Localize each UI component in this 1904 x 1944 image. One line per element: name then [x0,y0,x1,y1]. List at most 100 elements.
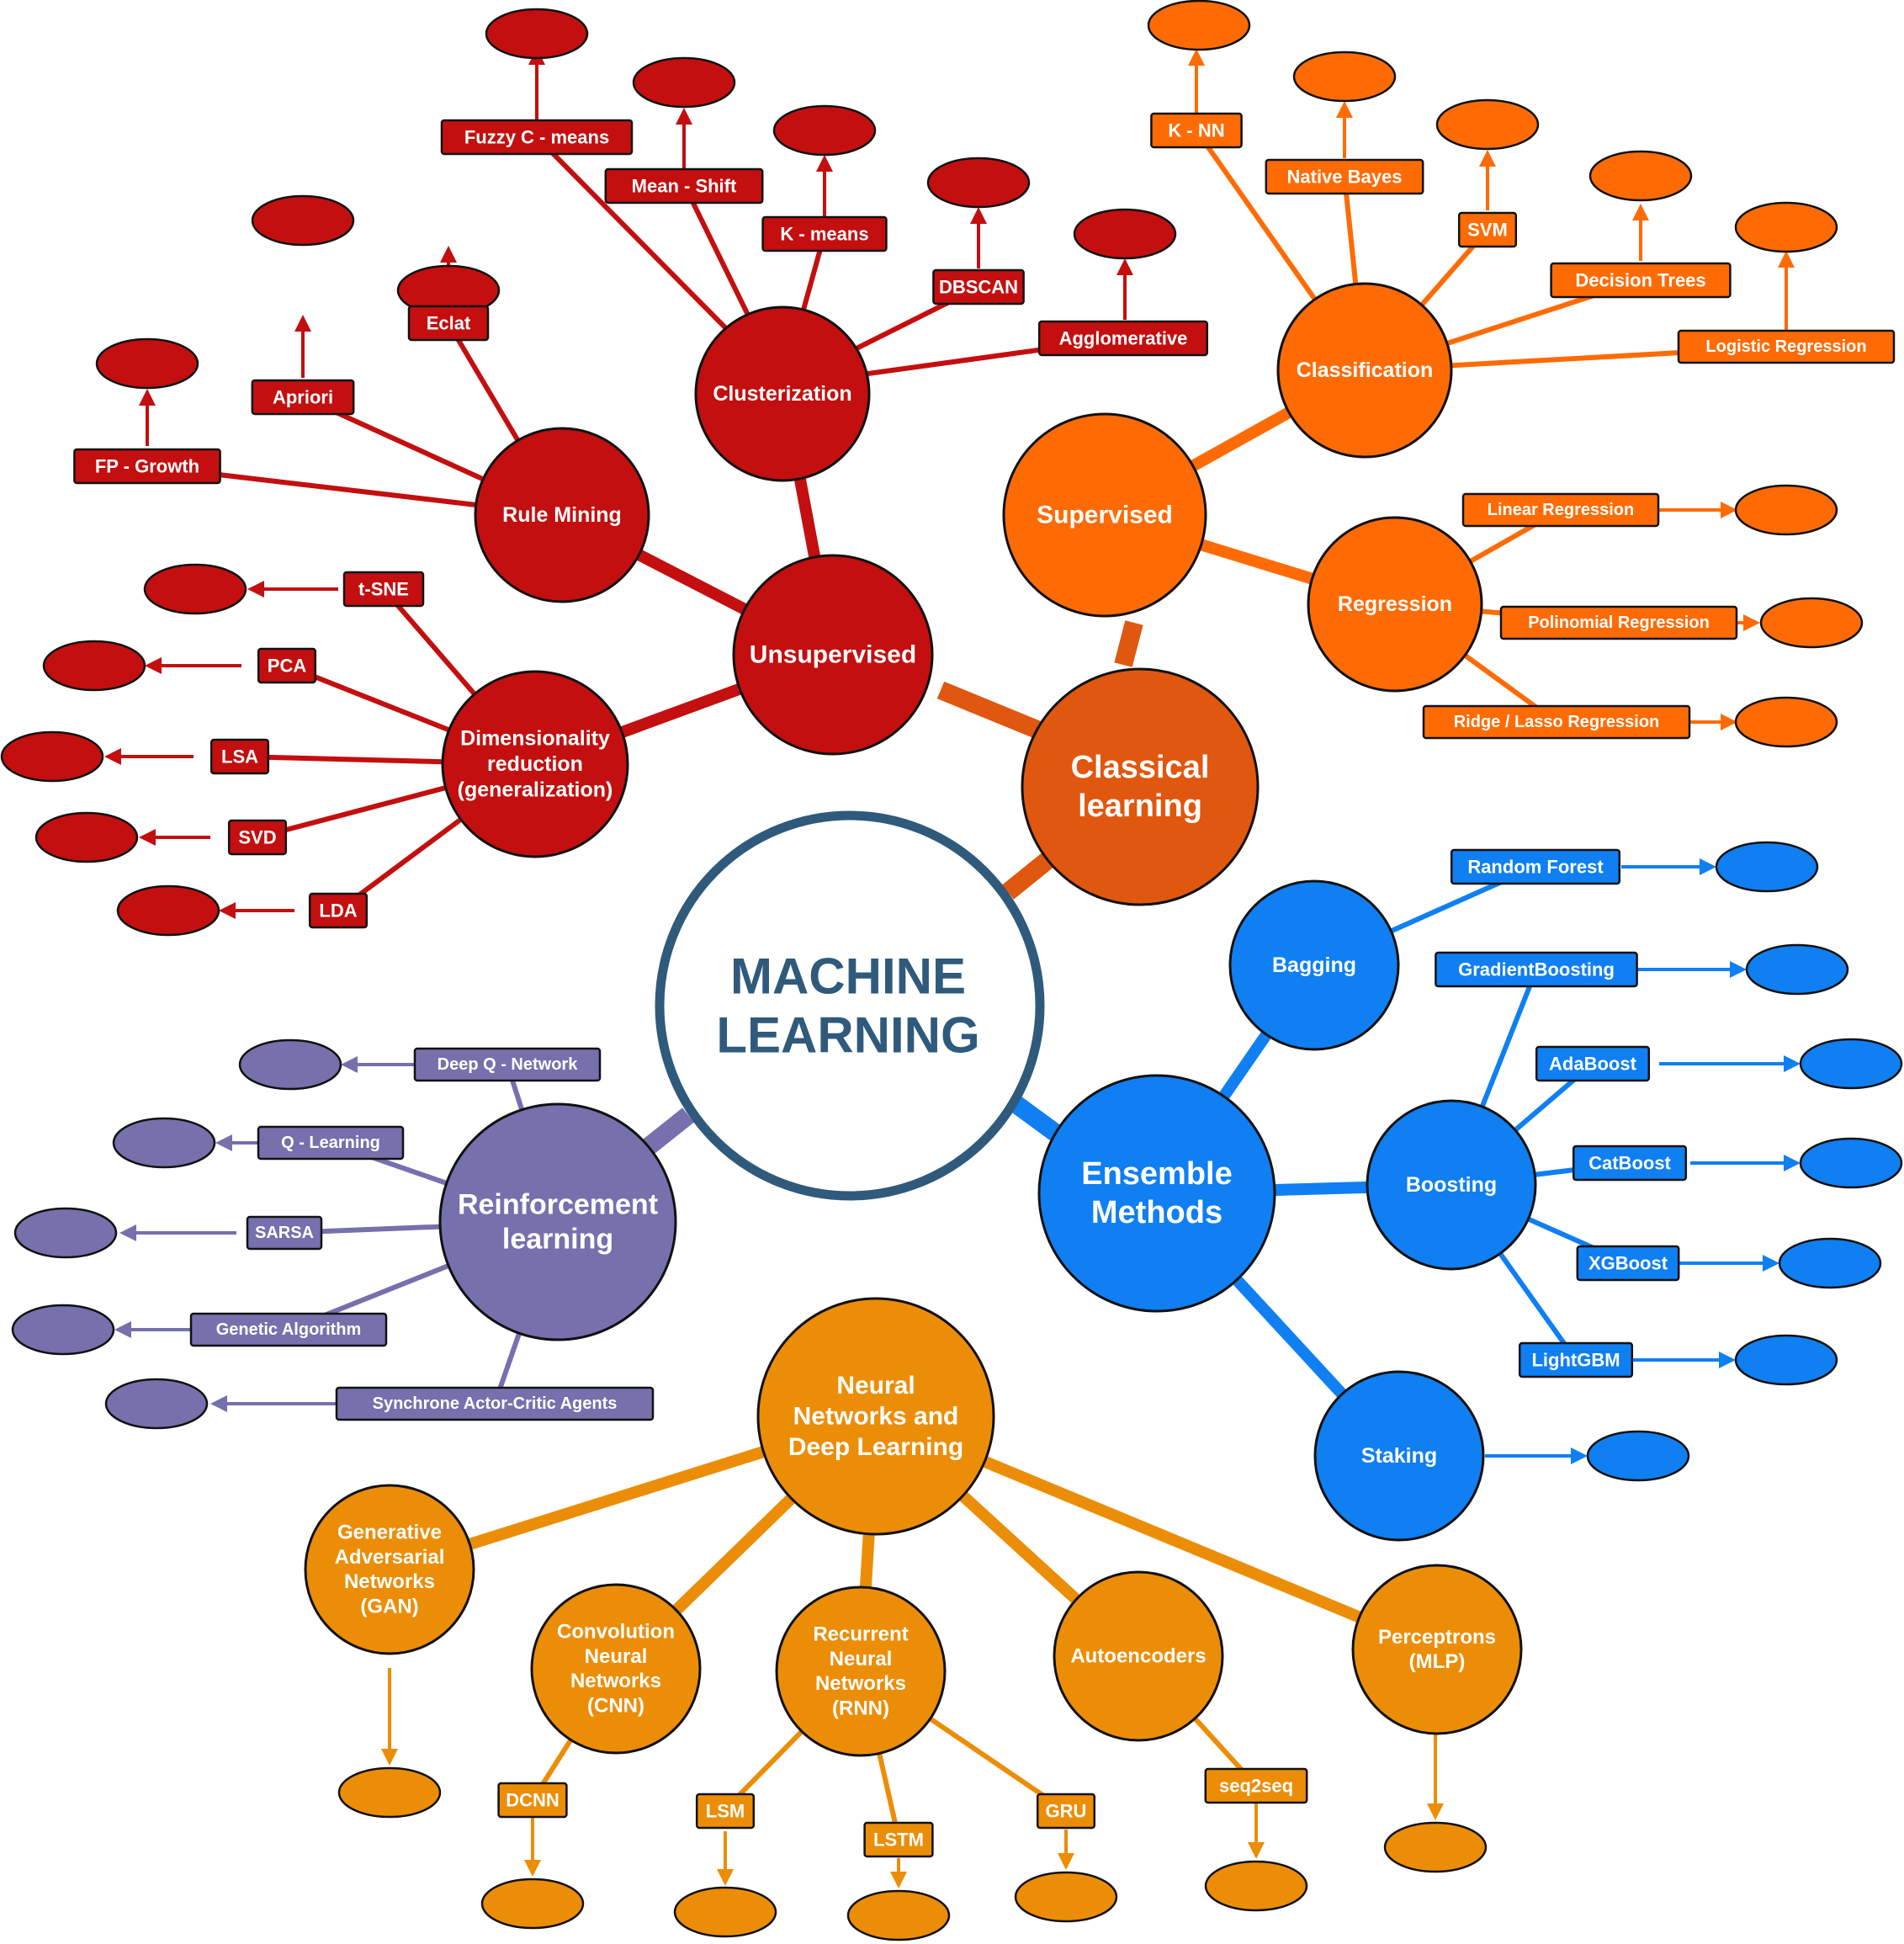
leaf-oval [1292,50,1397,103]
arrowhead-icon [219,902,236,919]
arrowhead-icon [890,1872,907,1888]
leaf-oval [772,104,877,157]
leaf-oval [1778,1237,1882,1289]
bagging-node-label: Bagging [1272,953,1356,977]
box-k-nn: K - NN [1168,120,1224,141]
box-agglomerative: Agglomerative [1059,328,1188,349]
leaf-oval [1799,1038,1903,1090]
classical-learning-hub-bubble [1021,667,1260,906]
reinforcement-learning-hub-label: learning [502,1224,613,1256]
center-title-line1: MACHINE [730,948,966,1005]
rule-mining-node-bubble [474,427,650,603]
box-native-bayes: Native Bayes [1287,167,1403,188]
classical-learning-hub-label: Classical [1071,750,1210,785]
gan-node-bubble [304,1484,475,1655]
box-synchrone-actor-critic-agents: Synchrone Actor-Critic Agents [373,1394,618,1413]
leaf-oval [1147,0,1251,51]
leaf-oval [1759,597,1864,649]
label-box [1150,112,1243,149]
ensemble-methods-hub-bubble [1037,1074,1276,1313]
rnn-node-bubble [775,1585,947,1757]
autoencoders-node-bubble [1053,1570,1224,1742]
label-box [407,305,490,342]
bagging-node-bubble [1228,879,1400,1051]
box-lsm: LSM [706,1801,745,1822]
leaf-oval [11,1304,115,1356]
label-box [209,738,270,775]
cnn-node-label: (CNN) [587,1694,644,1717]
leaf-oval [1734,484,1838,536]
label-box [1265,158,1424,195]
label-box [73,448,221,485]
cnn-node-label: Neural [585,1645,648,1668]
clusterization-node-bubble [694,305,871,482]
box-lstm: LSTM [873,1830,924,1851]
leaf-oval [1014,1871,1118,1923]
dimensionality-reduction-node-label: Dimensionality [460,727,610,751]
arrowhead-icon [104,748,121,765]
boosting-node-label: Boosting [1406,1173,1497,1197]
box-k-means: K - means [780,224,868,245]
box-logistic-regression: Logistic Regression [1705,337,1866,356]
supervised-hub-label: Supervised [1037,502,1173,529]
arrowhead-icon [1248,1842,1265,1859]
label-box [1204,1767,1308,1804]
rule-mining-node-label: Rule Mining [502,503,622,527]
leaf-oval [846,1889,951,1941]
leaf-oval [632,56,736,109]
box-lightgbm: LightGBM [1531,1350,1620,1371]
box-polinomial-regression: Polinomial Regression [1528,613,1710,632]
arrowhead-icon [294,315,311,332]
label-box [1677,329,1896,364]
leaf-oval [251,194,355,247]
arrowhead-icon [341,1056,358,1073]
box-catboost: CatBoost [1588,1153,1671,1174]
label-box [335,1386,655,1421]
label-box [251,379,355,416]
label-box [1550,262,1732,299]
regression-node-bubble [1307,516,1483,693]
box-decision-trees: Decision Trees [1575,270,1705,291]
regression-node-label: Regression [1338,592,1452,616]
unsupervised-hub-bubble [732,554,934,756]
leaf-oval [1204,1860,1308,1912]
box-dbscan: DBSCAN [939,277,1018,298]
box-linear-regression: Linear Regression [1488,501,1635,519]
arrowhead-icon [247,581,264,598]
label-box [604,167,764,204]
rnn-node-label: Recurrent [813,1623,908,1646]
autoencoders-node-label: Autoencoders [1070,1645,1206,1668]
arrowhead-icon [1700,858,1716,875]
ensemble-methods-hub-label: Ensemble [1081,1156,1233,1192]
leaf-oval [1745,943,1849,996]
label-box [440,119,634,156]
cnn-node-bubble [530,1583,702,1755]
box-mean-shift: Mean - Shift [632,176,737,197]
box-dcnn: DCNN [506,1790,560,1811]
box-seq2seq: seq2seq [1219,1776,1293,1797]
box-t-sne: t-SNE [358,579,409,600]
arrowhead-icon [1336,101,1353,118]
unsupervised-hub-label: Unsupervised [750,641,916,669]
arrowhead-icon [1784,1155,1801,1171]
label-box [257,1125,405,1161]
box-fuzzy-c-means: Fuzzy C - means [464,127,609,148]
classical-learning-hub-label: learning [1078,789,1202,824]
leaf-oval [1734,1334,1838,1386]
perceptrons-node-label: (MLP) [1409,1650,1466,1673]
leaf-oval [337,1766,442,1819]
neural-networks-hub-bubble [756,1297,995,1536]
center-title-line2: LEARNING [716,1007,979,1064]
leaf-oval [1073,208,1177,260]
label-box [1435,951,1638,988]
label-box [246,1215,323,1251]
label-box [1576,1245,1680,1282]
perceptrons-node-label: Perceptrons [1378,1626,1496,1649]
label-box [227,819,288,856]
label-box [1461,492,1660,528]
label-box [932,268,1025,305]
arrowhead-icon [1743,614,1760,631]
box-gradientboosting: GradientBoosting [1458,959,1615,980]
box-q-learning: Q - Learning [281,1134,380,1152]
